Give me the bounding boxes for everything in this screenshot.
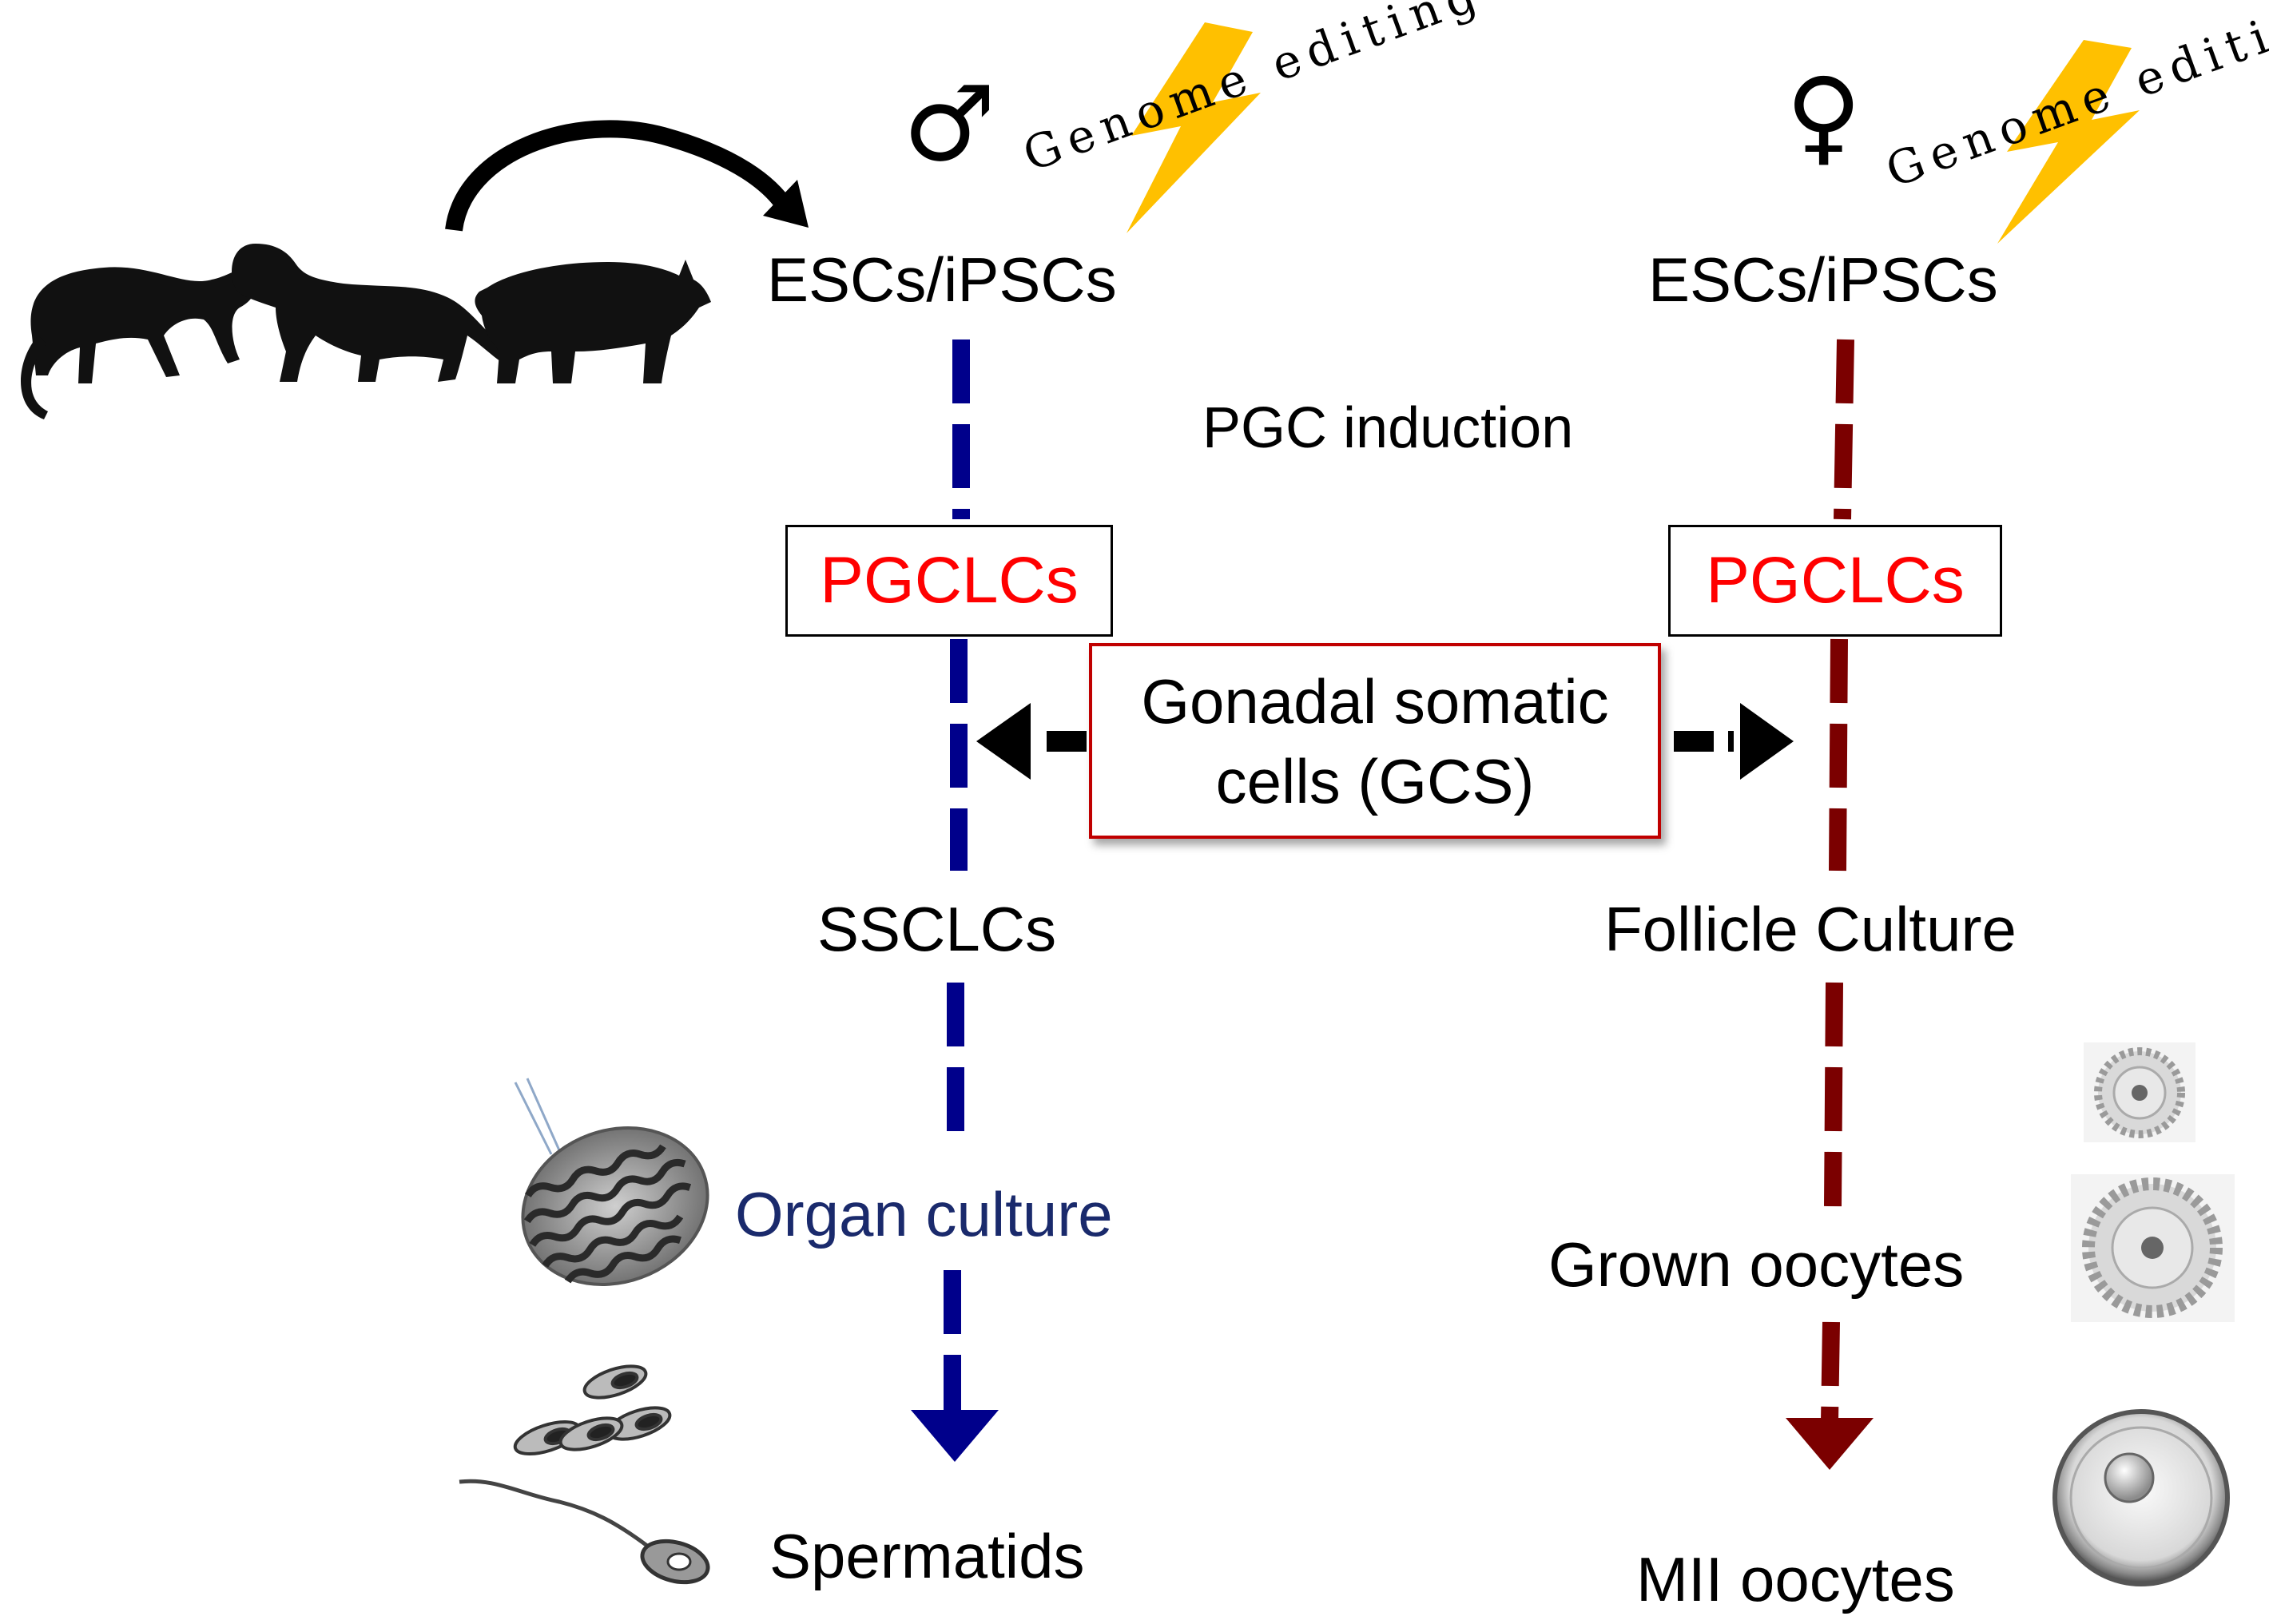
female-pgclc-box: PGCLCs xyxy=(1668,525,2002,637)
spermatids-label: Spermatids xyxy=(769,1521,1085,1591)
gcs-left-arrow xyxy=(976,703,1087,780)
follicle-image-large xyxy=(2071,1174,2235,1322)
male-pgclc-label: PGCLCs xyxy=(820,544,1079,617)
dog-silhouette xyxy=(232,244,515,382)
female-source-label: ESCs/iPSCs xyxy=(1648,244,1998,315)
follicle-image-small xyxy=(2084,1042,2195,1142)
monkey-silhouette xyxy=(20,267,259,419)
male-symbol: ♂ xyxy=(903,63,996,185)
male-pgclc-box: PGCLCs xyxy=(785,525,1113,637)
mii-oocytes-label: MII oocytes xyxy=(1636,1544,1955,1614)
male-lineage-line xyxy=(944,339,970,1418)
male-stage2-label: SSCLCs xyxy=(817,894,1057,964)
female-down-arrow xyxy=(1786,1418,1874,1470)
curved-arrow xyxy=(445,120,795,232)
female-stage2-label: Follicle Culture xyxy=(1604,894,2017,964)
male-source-label: ESCs/iPSCs xyxy=(767,244,1117,315)
male-down-arrow xyxy=(911,1410,999,1462)
testis-tubule-image xyxy=(514,1078,709,1286)
spermatid-cells xyxy=(513,1364,672,1456)
curved-arrow-head xyxy=(763,180,809,228)
mii-oocyte-image xyxy=(2052,1409,2230,1586)
pgc-induction-label: PGC induction xyxy=(1202,396,1574,460)
grown-oocytes-label: Grown oocytes xyxy=(1548,1229,1965,1300)
sperm-cell xyxy=(459,1479,710,1585)
gcs-right-arrow xyxy=(1674,703,1794,780)
lightning-bolt xyxy=(1997,40,2140,244)
female-symbol: ♀ xyxy=(1786,55,1862,177)
pig-silhouette xyxy=(475,260,711,383)
organ-culture-label: Organ culture xyxy=(735,1179,1113,1249)
lightning-bolt xyxy=(1127,22,1261,233)
female-lineage-line xyxy=(1821,339,1854,1423)
female-pgclc-label: PGCLCs xyxy=(1706,544,1965,617)
